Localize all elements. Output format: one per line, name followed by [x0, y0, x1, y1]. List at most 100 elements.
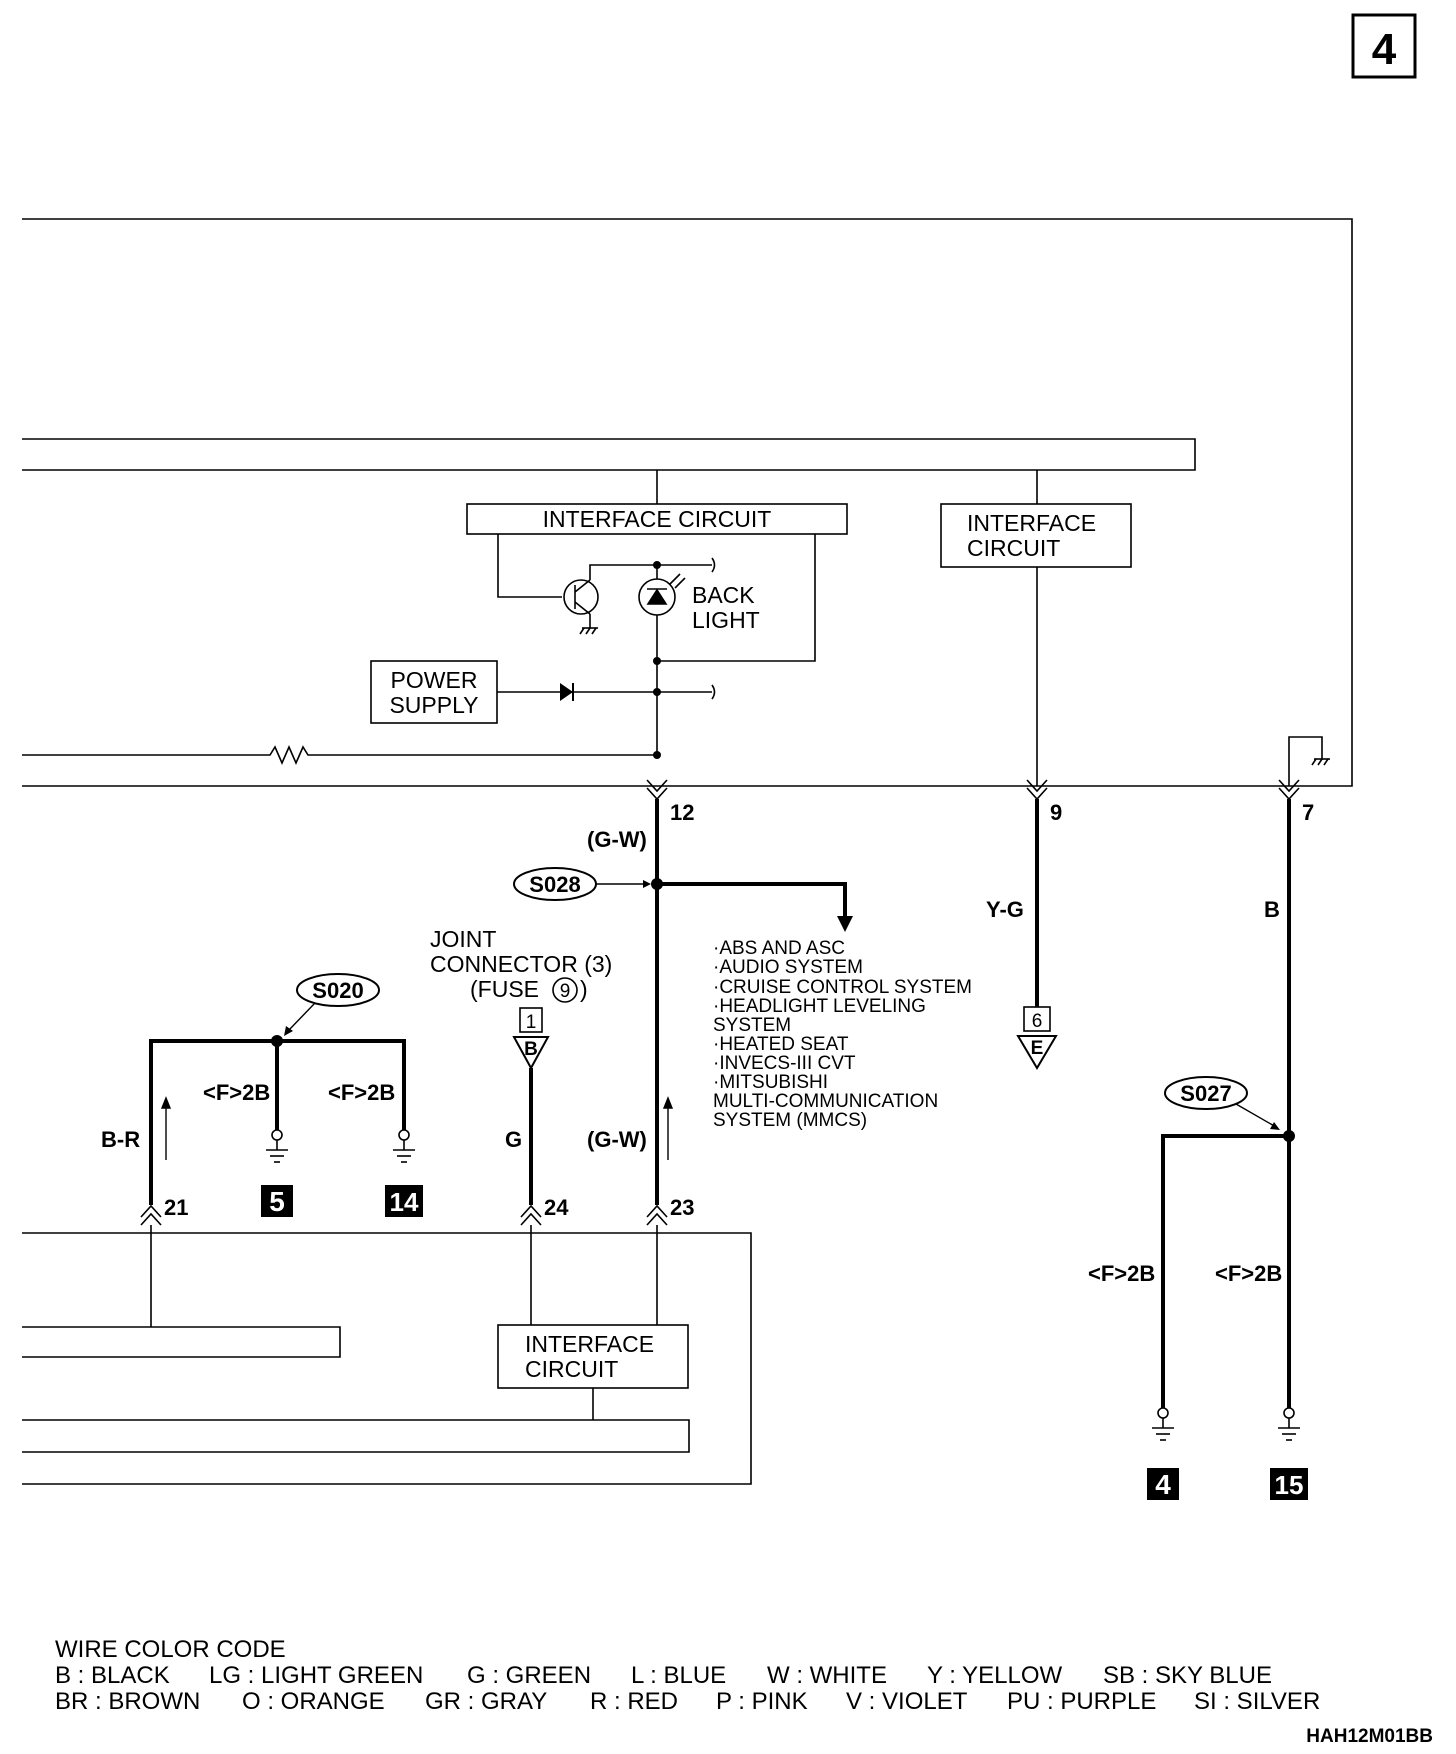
page-number-box: 4 [1351, 13, 1417, 79]
destination-item: ·HEADLIGHT LEVELING [713, 996, 926, 1017]
ground-symbols [266, 1129, 1300, 1441]
joint-connector-letter: B [524, 1039, 538, 1060]
splice-s028: S028 [513, 867, 663, 901]
ground-icon [393, 1129, 415, 1163]
legend-entry: Y : YELLOW [927, 1662, 1063, 1689]
joint-connector-pin-box [519, 1007, 543, 1033]
legend-entry: V : VIOLET [846, 1688, 968, 1715]
destination-item: SYSTEM (MMCS) [713, 1110, 867, 1131]
ground-icon [266, 1129, 288, 1163]
splice-s020-label: S020 [312, 978, 363, 1003]
legend-entry: PU : PURPLE [1007, 1688, 1156, 1715]
destination-item: ·INVECS-III CVT [713, 1053, 856, 1074]
ecu-frame [22, 218, 1353, 787]
joint-connector-line2: CONNECTOR (3) [430, 951, 612, 977]
legend-entry: GR : GRAY [425, 1688, 547, 1715]
connector-chevrons-top [646, 779, 1300, 801]
transistor-icon [563, 564, 657, 635]
connector-e: 6 E [1016, 1006, 1058, 1070]
joint-connector-line4: ) [580, 976, 588, 1002]
joint-connector-pin: 1 [526, 1012, 537, 1033]
connector-e-letter: E [1031, 1038, 1044, 1059]
pin-24: 24 [544, 1195, 569, 1220]
legend-entry: W : WHITE [767, 1662, 887, 1689]
wire-color-legend: WIRE COLOR CODE B : BLACK LG : LIGHT GRE… [55, 1636, 1320, 1715]
ground-icon [1152, 1407, 1174, 1441]
legend-entry: SB : SKY BLUE [1103, 1662, 1272, 1689]
wire-br: B-R [101, 1127, 140, 1152]
splice-s020: S020 [271, 973, 380, 1047]
arrow-to-destinations [837, 916, 853, 932]
lower-ecu-frame [22, 1225, 752, 1485]
destination-item: ·CRUISE CONTROL SYSTEM [713, 977, 972, 998]
legend-entry: P : PINK [716, 1688, 808, 1715]
pin-7: 7 [1302, 800, 1314, 825]
back-light-label-2: LIGHT [692, 607, 760, 633]
legend-entry: B : BLACK [55, 1662, 170, 1689]
back-light-label: BACK [692, 582, 755, 608]
splice-s028-label: S028 [529, 872, 580, 897]
destination-item: MULTI-COMMUNICATION [713, 1091, 938, 1112]
wire-b: B [1264, 897, 1280, 922]
destination-item: ·AUDIO SYSTEM [713, 957, 863, 978]
fuse-number: 9 [560, 981, 571, 1002]
interface-circuit-bottom: INTERFACE CIRCUIT [497, 1324, 689, 1389]
resistor [22, 745, 657, 765]
diagram-code: HAH12M01BB [1306, 1726, 1433, 1747]
signal-direction-arrows [160, 1096, 674, 1160]
interface-circuit-label-bottom: INTERFACE [525, 1331, 654, 1357]
power-supply: POWER SUPPLY [370, 660, 716, 724]
legend-entry: R : RED [590, 1688, 678, 1715]
ground-5-label: 5 [269, 1186, 285, 1217]
legend-title: WIRE COLOR CODE [55, 1636, 286, 1663]
power-supply-label-2: SUPPLY [389, 692, 478, 718]
ground-14-label: 14 [390, 1187, 419, 1217]
destination-item: ·MITSUBISHI [713, 1072, 828, 1093]
pin-12: 12 [670, 800, 694, 825]
legend-entry: L : BLUE [631, 1662, 726, 1689]
wire-f2b-2: <F>2B [328, 1080, 395, 1105]
wire-f2b-3: <F>2B [1088, 1261, 1155, 1286]
destination-item: SYSTEM [713, 1015, 791, 1036]
legend-entry: LG : LIGHT GREEN [209, 1662, 423, 1689]
page-number: 4 [1372, 25, 1397, 74]
ground-4-label: 4 [1155, 1469, 1171, 1500]
destination-item: ·ABS AND ASC [713, 938, 845, 959]
splice-s027: S027 [1164, 1076, 1295, 1142]
interface-circuit-label-right: INTERFACE [967, 510, 1096, 536]
joint-connector-line1: JOINT [430, 926, 496, 952]
connector-chevrons-bottom [140, 1204, 668, 1226]
legend-entry: BR : BROWN [55, 1688, 200, 1715]
pin-9: 9 [1050, 800, 1062, 825]
interface-circuit-label: INTERFACE CIRCUIT [543, 506, 772, 532]
interface-circuit-label-bottom-2: CIRCUIT [525, 1356, 618, 1382]
legend-entry: G : GREEN [467, 1662, 591, 1689]
interface-circuit-top-left: INTERFACE CIRCUIT [466, 470, 848, 662]
legend-entry: O : ORANGE [242, 1688, 385, 1715]
back-light-led-icon [638, 557, 716, 755]
internal-ground-icon [1288, 736, 1330, 786]
wire-f2b-1: <F>2B [203, 1080, 270, 1105]
wire-gw-top: (G-W) [587, 827, 647, 852]
joint-connector-triangle [512, 1036, 550, 1071]
junction-dots [653, 561, 661, 759]
joint-connector: JOINT CONNECTOR (3) (FUSE 9 ) 1 B [430, 926, 612, 1071]
fuse-number-circle [552, 977, 578, 1003]
destinations-list: ·ABS AND ASC ·AUDIO SYSTEM ·CRUISE CONTR… [713, 938, 972, 1131]
interface-circuit-top-right: INTERFACE CIRCUIT [940, 470, 1132, 786]
pin-21: 21 [164, 1195, 188, 1220]
wire-f2b-4: <F>2B [1215, 1261, 1282, 1286]
joint-connector-line3: (FUSE [470, 976, 539, 1002]
destination-item: ·HEATED SEAT [713, 1034, 849, 1055]
connector-e-pin: 6 [1032, 1011, 1043, 1032]
ground-15-label: 15 [1275, 1470, 1304, 1500]
interface-circuit-label-right-2: CIRCUIT [967, 535, 1060, 561]
power-supply-label: POWER [391, 667, 478, 693]
legend-entry: SI : SILVER [1194, 1688, 1320, 1715]
ground-icon [1278, 1407, 1300, 1441]
diode-icon [560, 683, 573, 701]
ground-badges: 5 14 4 15 [261, 1185, 1308, 1500]
wire-yg: Y-G [986, 897, 1024, 922]
wire-gw-bottom: (G-W) [587, 1127, 647, 1152]
